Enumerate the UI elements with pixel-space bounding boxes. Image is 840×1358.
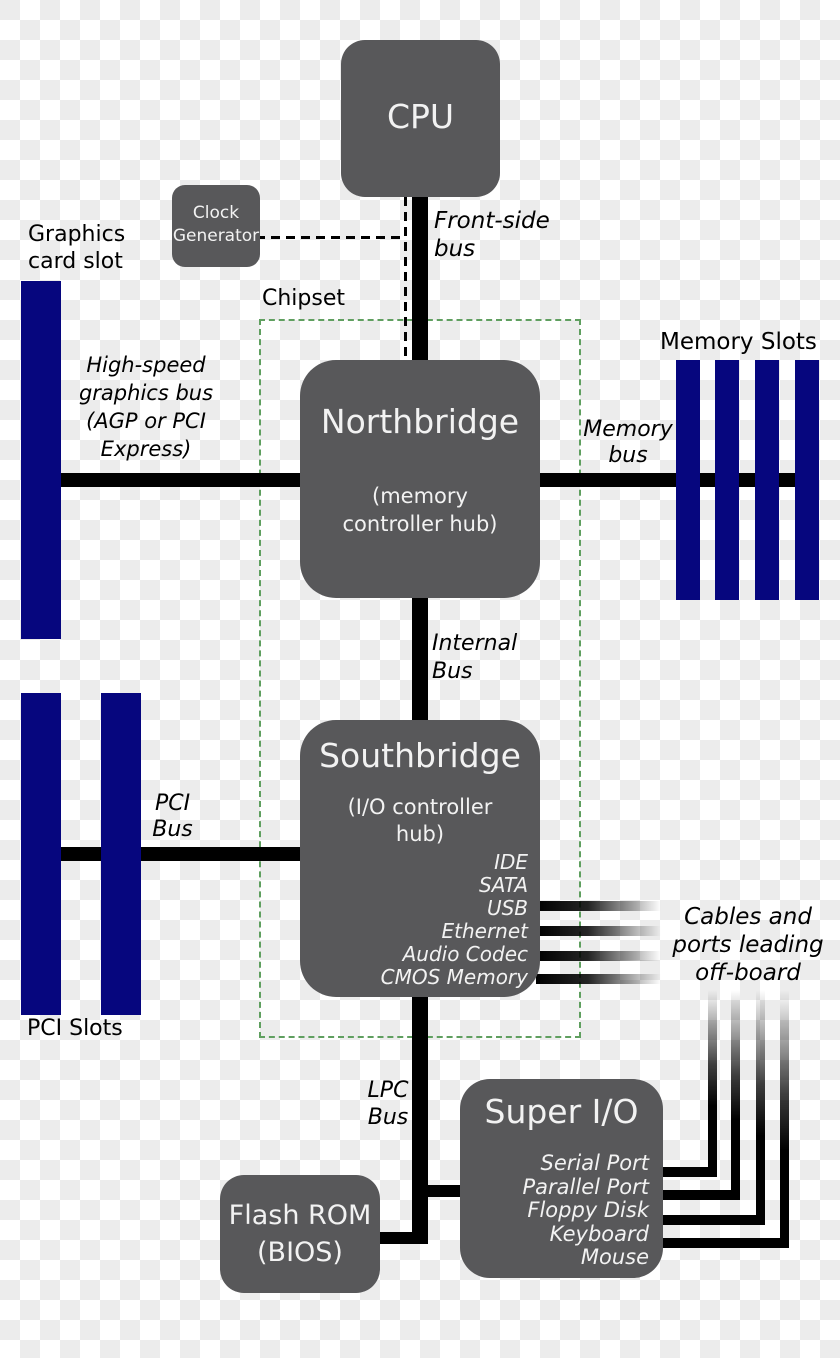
- chipset-label: Chipset: [262, 286, 346, 311]
- cable-vertical-serial-port: [708, 990, 717, 1177]
- super-io-title: Super I/O: [484, 1092, 639, 1131]
- offboard-line-ethernet: [536, 926, 666, 936]
- memory-slot-bar-1: [676, 360, 700, 600]
- offboard-line-cmos-memory: [536, 974, 666, 984]
- front-side-bus-line: [412, 197, 428, 361]
- offboard-line-audio-codec: [536, 951, 666, 961]
- cable-vertical-keyboard-mouse: [780, 990, 789, 1248]
- cable-elbow-parallel-port: [661, 1190, 740, 1200]
- offboard-line-usb: [536, 901, 666, 911]
- flash-rom-box: Flash ROM(BIOS): [220, 1175, 380, 1293]
- memory-slot-bar-4: [795, 360, 819, 600]
- cable-elbow-serial-port: [661, 1167, 717, 1177]
- internal-bus-line: [412, 597, 428, 721]
- memory-slot-bar-2: [715, 360, 739, 600]
- cable-elbow-keyboard-mouse: [661, 1238, 789, 1248]
- memory-slot-bar-3: [755, 360, 779, 600]
- flash-rom-label: Flash ROM(BIOS): [228, 1200, 372, 1268]
- flash-rom-connector-line: [378, 1232, 428, 1244]
- graphics-bus-line: [60, 473, 302, 487]
- cpu-box: CPU: [341, 40, 500, 197]
- lpc-bus-line: [412, 995, 428, 1244]
- clock-signal-vertical-dashed-line: [404, 197, 407, 361]
- graphics-card-slot-bar: [21, 281, 61, 639]
- pci-bus-line: [60, 847, 302, 861]
- cable-vertical-parallel-port: [731, 990, 740, 1200]
- cable-vertical-floppy-disk: [756, 990, 765, 1225]
- cable-elbow-floppy-disk: [661, 1215, 765, 1225]
- cpu-title: CPU: [386, 97, 455, 136]
- clock-signal-horizontal-dashed-line: [256, 236, 406, 239]
- southbridge-title: Southbridge: [319, 736, 521, 775]
- memory-slots-label: Memory Slots: [660, 329, 817, 355]
- northbridge-title: Northbridge: [320, 402, 520, 441]
- super-io-connector-line: [418, 1185, 462, 1197]
- pci-slots-label: PCI Slots: [27, 1016, 123, 1041]
- pci-slot-bar-1: [21, 693, 61, 1015]
- pci-slot-bar-2: [101, 693, 141, 1015]
